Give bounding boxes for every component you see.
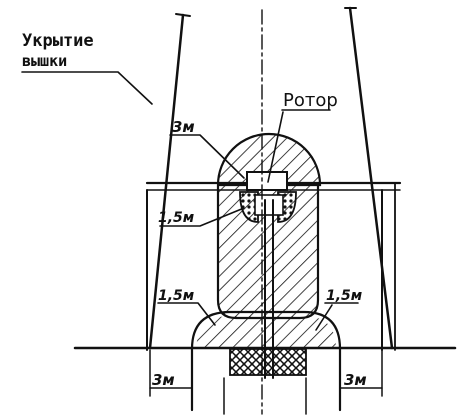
lower-left-label: 1,5м	[158, 288, 194, 304]
dimension-lines	[149, 349, 383, 415]
bottom-left-dim-label: 3м	[152, 371, 175, 389]
top-radius-label: 3м	[172, 118, 195, 136]
derrick-cover	[148, 6, 394, 350]
cover-label-line2: вышки	[22, 52, 67, 70]
leader-lines	[21, 71, 359, 331]
rotor-label: Ротор	[283, 90, 338, 111]
cover-label-line1: Укрытие	[22, 31, 94, 51]
upper-zone	[216, 132, 322, 320]
bottom-right-dim-label: 3м	[344, 371, 367, 389]
upper-side-label: 1,5м	[158, 210, 194, 226]
lower-right-label: 1,5м	[326, 288, 362, 304]
well-axis	[261, 9, 274, 415]
